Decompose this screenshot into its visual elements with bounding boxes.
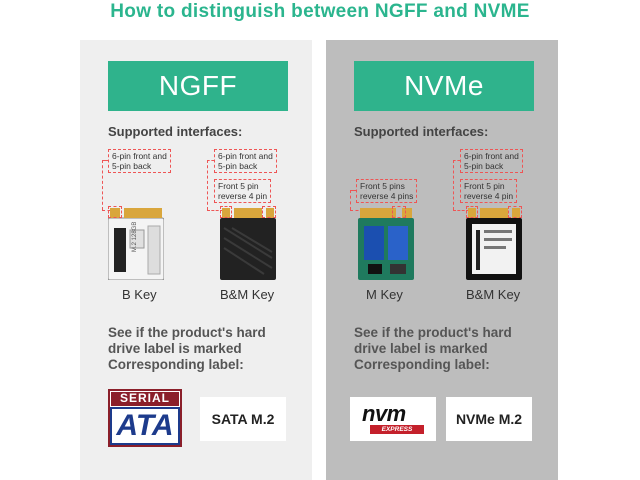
ngff-bm-key-leader-bottom	[207, 210, 223, 211]
ngff-b-key-note: 6-pin front and 5-pin back	[108, 149, 171, 173]
ngff-bm-key-leader-top	[207, 160, 214, 161]
b-key-card: M.2 128GB	[107, 206, 165, 281]
nvme-bm-key-label: B&M Key	[466, 287, 521, 302]
nvme-bm-notch-b-highlight	[466, 206, 478, 218]
b-key-card-label: M.2 128GB	[132, 221, 138, 252]
ngff-bm-notch-b-highlight	[220, 206, 232, 218]
serial-ata-logo-bottom: ATA	[116, 409, 174, 442]
nvme-bm-key-note-bottom: Front 5 pin reverse 4 pin	[460, 179, 518, 203]
m-key-notch-highlight	[392, 206, 406, 218]
nvme-bm-key-card-image	[466, 208, 522, 280]
nvme-m2-label: NVMe M.2	[446, 397, 532, 441]
ngff-bm-key-label: B&M Key	[220, 287, 275, 302]
sata-m2-label: SATA M.2	[200, 397, 286, 441]
m-key-label: M Key	[366, 287, 403, 302]
ngff-b-key-leader-bottom	[102, 210, 116, 211]
ngff-header: NGFF	[108, 61, 288, 111]
m-key-card	[358, 206, 414, 280]
nvme-header: NVMe	[354, 61, 534, 111]
ngff-bm-key-card	[220, 206, 276, 280]
ngff-bm-key-leader	[207, 160, 208, 210]
nvme-bm-key-leader	[453, 160, 454, 210]
ngff-supported-label: Supported interfaces:	[108, 124, 243, 139]
ngff-panel: NGFF Supported interfaces: 6-pin front a…	[80, 40, 312, 480]
nvme-bm-key-card	[466, 206, 522, 280]
serial-ata-logo: SERIAL ATA	[108, 389, 182, 447]
nvm-express-logo: nvm EXPRESS	[350, 397, 436, 441]
serial-ata-logo-image	[108, 389, 182, 447]
nvme-m-key-leader	[350, 190, 351, 210]
nvme-description: See if the product's hard drive label is…	[354, 325, 512, 372]
b-key-label: B Key	[122, 287, 157, 302]
ngff-b-key-leader-top	[102, 160, 108, 161]
nvme-bm-key-note-top: 6-pin front and 5-pin back	[460, 149, 523, 173]
nvme-m2-text: NVMe M.2	[455, 411, 523, 427]
nvm-express-logo-text: nvm	[362, 401, 406, 426]
b-key-card-image	[107, 208, 165, 281]
b-key-notch-highlight	[108, 206, 122, 218]
ngff-bm-key-card-image	[220, 208, 276, 280]
serial-ata-logo-top: SERIAL	[119, 391, 170, 405]
nvme-bm-key-leader-bottom	[453, 210, 469, 211]
ngff-b-key-leader	[102, 160, 103, 210]
nvme-m-key-leader-top	[350, 190, 356, 191]
ngff-bm-key-note-bottom: Front 5 pin reverse 4 pin	[214, 179, 272, 203]
ngff-description: See if the product's hard drive label is…	[108, 325, 266, 372]
ngff-bm-notch-m-highlight	[262, 206, 276, 218]
nvme-supported-label: Supported interfaces:	[354, 124, 489, 139]
sata-m2-text: SATA M.2	[211, 411, 275, 427]
page-title: How to distinguish between NGFF and NVME	[110, 1, 530, 22]
nvm-express-logo-subtext: EXPRESS	[370, 425, 424, 434]
nvme-panel: NVMe Supported interfaces: Front 5 pins …	[326, 40, 558, 480]
nvme-m-key-note: Front 5 pins reverse 4 pins	[356, 179, 418, 203]
nvme-bm-notch-m-highlight	[508, 206, 522, 218]
m-key-card-image	[358, 208, 414, 280]
nvme-bm-key-leader-top	[453, 160, 460, 161]
ngff-bm-key-note-top: 6-pin front and 5-pin back	[214, 149, 277, 173]
nvm-express-logo-mark: nvm EXPRESS	[358, 401, 428, 437]
nvme-m-key-leader-bottom	[350, 210, 364, 211]
